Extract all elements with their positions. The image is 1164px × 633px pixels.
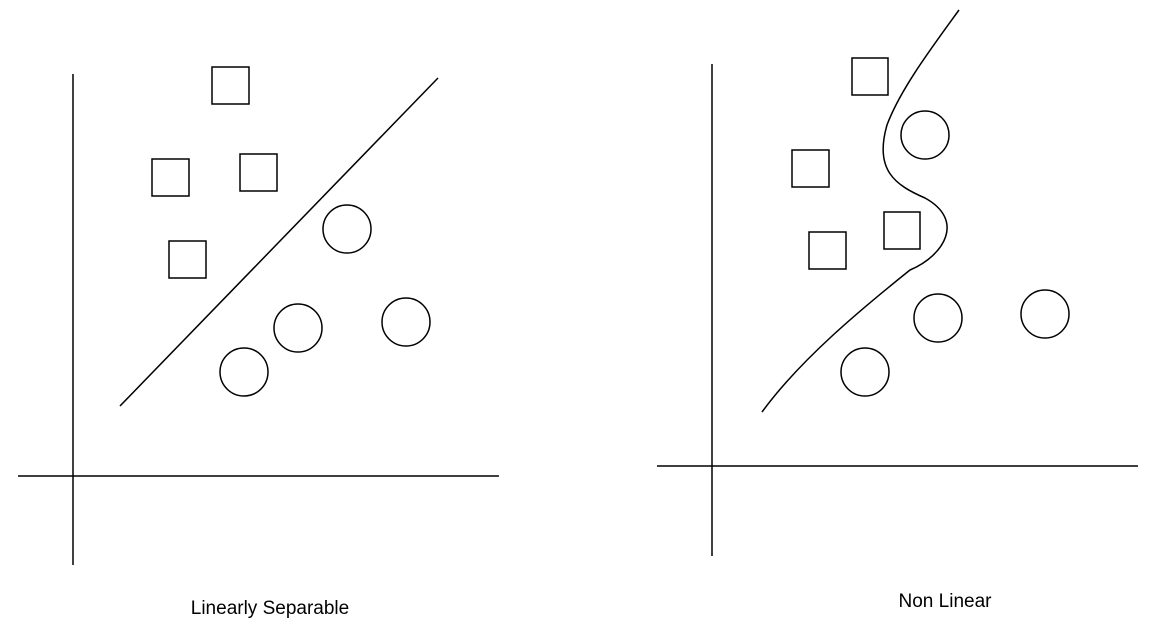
square-point (883, 211, 921, 250)
circle-point (219, 347, 269, 397)
square-point (151, 158, 190, 197)
square-point (808, 231, 847, 270)
square-point (168, 240, 207, 279)
circle-point (1020, 289, 1070, 339)
circle-point (913, 293, 963, 343)
linear-diagram (18, 66, 499, 565)
nonlinear-diagram (657, 9, 1138, 556)
circle-point (273, 303, 323, 353)
square-point (211, 66, 250, 105)
circle-point (322, 204, 372, 254)
square-point (239, 153, 278, 192)
nonlinear-decision-boundary (761, 9, 960, 413)
circle-point (840, 347, 890, 397)
circle-point (381, 297, 431, 347)
square-point (791, 149, 830, 188)
caption-non-linear: Non Linear (898, 591, 992, 612)
square-point (851, 57, 889, 96)
circle-point (900, 110, 950, 160)
linear-decision-boundary (119, 77, 439, 407)
caption-linearly-separable: Linearly Separable (190, 598, 350, 619)
